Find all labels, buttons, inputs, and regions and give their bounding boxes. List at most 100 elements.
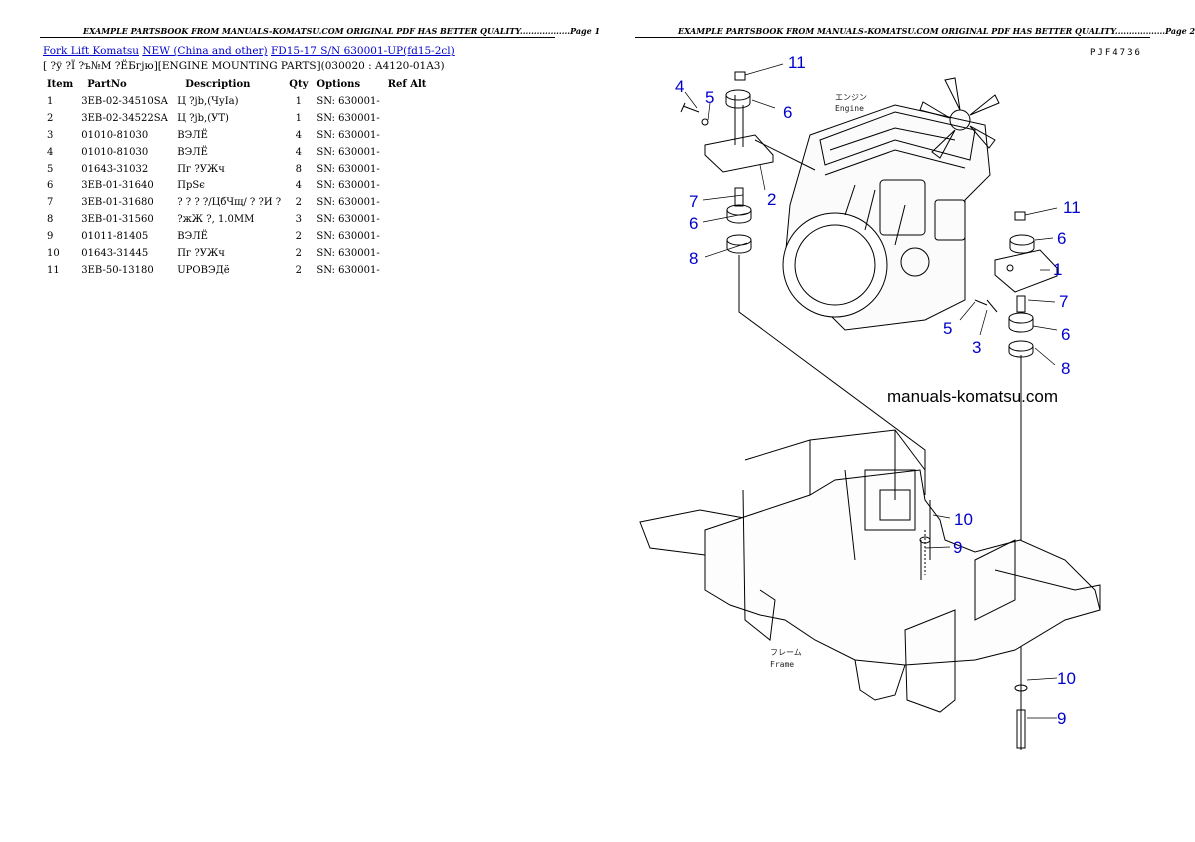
callout-3: 3 (972, 338, 981, 357)
watermark: manuals-komatsu.com (887, 387, 1058, 406)
cell-item: 11 (47, 264, 60, 276)
cell-qty: 2 (295, 231, 302, 243)
callout-10: 10 (954, 510, 973, 529)
page-1: EXAMPLE PARTSBOOK FROM MANUALS-KOMATSU.C… (0, 0, 600, 842)
breadcrumb-link-fork-lift[interactable]: Fork Lift Komatsu (43, 45, 139, 57)
cell-refalt (384, 144, 431, 161)
cell-item: 8 (47, 214, 54, 226)
table-row: 4 01010-81030 ВЭЛЁ 4 SN: 630001- (43, 144, 430, 161)
cell-options: SN: 630001- (316, 231, 380, 243)
cell-qty: 2 (295, 264, 302, 276)
callout-6: 6 (689, 214, 698, 233)
header-rule (40, 37, 555, 38)
cell-item: 2 (47, 112, 54, 124)
cell-description: ?жЖ ?, 1.0MM (177, 214, 255, 226)
callout-6: 6 (1057, 229, 1066, 248)
breadcrumb-link-region[interactable]: NEW (China and other) (142, 45, 268, 57)
cell-partno: 01643-31032 (81, 163, 149, 175)
callout-10: 10 (1057, 669, 1076, 688)
page-2: EXAMPLE PARTSBOOK FROM MANUALS-KOMATSU.C… (595, 0, 1195, 842)
section-title: [ ?ÿ ?Ï ?ъ№М ?ЁБгјю][ENGINE MOUNTING PAR… (43, 60, 445, 72)
col-refalt: Ref Alt (387, 79, 427, 90)
cell-description: Пг ?УЖч (177, 163, 225, 175)
cell-item: 4 (47, 146, 54, 158)
cell-options: SN: 630001- (316, 95, 380, 107)
cell-qty: 4 (295, 146, 302, 158)
table-row: 10 01643-31445 Пг ?УЖч 2 SN: 630001- (43, 245, 430, 262)
cell-refalt (384, 262, 431, 279)
engine-label-jp: エンジン (835, 93, 867, 102)
header-rule (635, 37, 1150, 38)
callout-4: 4 (675, 77, 684, 96)
cell-item: 10 (47, 247, 60, 259)
callout-11: 11 (1063, 198, 1081, 217)
cell-partno: 3EB-01-31560 (81, 214, 154, 226)
cell-refalt (384, 177, 431, 194)
callout-11: 11 (788, 53, 806, 72)
cell-qty: 1 (295, 95, 302, 107)
engine-mounting-diagram: 11 4 5 6 2 7 6 8 11 6 1 5 3 7 6 8 10 9 1… (639, 53, 1101, 750)
cell-description: ВЭЛЁ (177, 129, 208, 141)
cell-item: 6 (47, 180, 54, 192)
cell-qty: 3 (295, 214, 302, 226)
callout-1: 1 (1053, 260, 1062, 279)
callout-9: 9 (953, 538, 962, 557)
cell-refalt (384, 161, 431, 178)
cell-description: ВЭЛЁ (177, 146, 208, 158)
leader-lines (684, 63, 1058, 719)
cell-qty: 4 (295, 129, 302, 141)
figure-code: PJF4736 (1090, 48, 1142, 58)
cell-refalt (384, 194, 431, 211)
page-header: EXAMPLE PARTSBOOK FROM MANUALS-KOMATSU.C… (83, 26, 601, 36)
cell-options: SN: 630001- (316, 214, 380, 226)
cell-description: ВЭЛЁ (177, 231, 208, 243)
cell-partno: 3EB-02-34510SA (81, 95, 168, 107)
cell-description: Пг ?УЖч (177, 247, 225, 259)
cell-refalt (384, 127, 431, 144)
cell-refalt (384, 245, 431, 262)
col-qty: Qty (289, 79, 309, 90)
table-row: 8 3EB-01-31560 ?жЖ ?, 1.0MM 3 SN: 630001- (43, 211, 430, 228)
diagram-linework (639, 71, 1101, 750)
callout-6: 6 (783, 103, 792, 122)
frame-label-jp: フレーム (770, 648, 802, 657)
col-description: Description (185, 79, 251, 90)
table-header-row: Item PartNo Description Qty Options Ref … (43, 76, 430, 93)
cell-qty: 2 (295, 197, 302, 209)
cell-description: ПрЅє (177, 180, 205, 192)
cell-description: Ц ?jb,(ЧуIa) (177, 95, 239, 107)
callouts: 11 4 5 6 2 7 6 8 11 6 1 5 3 7 6 8 10 9 1… (675, 53, 1081, 728)
col-item: Item (47, 79, 74, 90)
page-header: EXAMPLE PARTSBOOK FROM MANUALS-KOMATSU.C… (678, 26, 1195, 36)
col-options: Options (316, 79, 361, 90)
cell-partno: 01643-31445 (81, 247, 149, 259)
breadcrumb-link-model[interactable]: FD15-17 S/N 630001-UP(fd15-2cl) (271, 45, 455, 57)
cell-refalt (384, 228, 431, 245)
cell-options: SN: 630001- (316, 163, 380, 175)
callout-5: 5 (943, 319, 952, 338)
cell-options: SN: 630001- (316, 180, 380, 192)
callout-6: 6 (1061, 325, 1070, 344)
cell-partno: 01011-81405 (81, 231, 149, 243)
cell-item: 7 (47, 197, 54, 209)
cell-item: 1 (47, 95, 54, 107)
cell-options: SN: 630001- (316, 112, 380, 124)
cell-qty: 2 (295, 247, 302, 259)
callout-9: 9 (1057, 709, 1066, 728)
cell-options: SN: 630001- (316, 146, 380, 158)
cell-partno: 01010-81030 (81, 146, 149, 158)
cell-options: SN: 630001- (316, 197, 380, 209)
cell-options: SN: 630001- (316, 247, 380, 259)
cell-qty: 1 (295, 112, 302, 124)
cell-partno: 3EB-01-31680 (81, 197, 154, 209)
callout-7: 7 (1059, 292, 1068, 311)
callout-7: 7 (689, 192, 698, 211)
callout-2: 2 (767, 190, 776, 209)
